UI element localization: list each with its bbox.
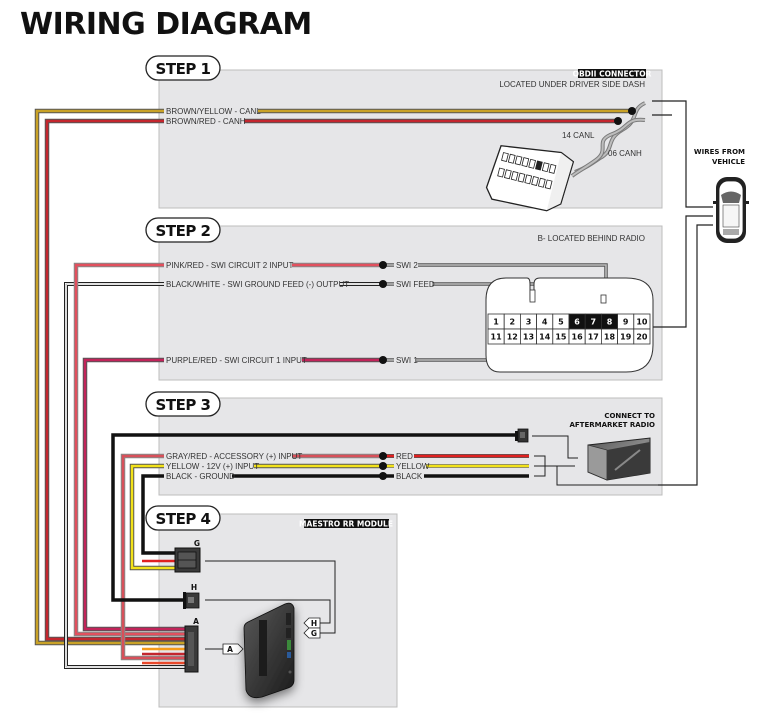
module-link-lines <box>205 560 336 650</box>
obdii-connector-tag: OBDII CONNECTOR <box>573 70 652 79</box>
pin-number: 1 <box>493 318 499 327</box>
splice-dot-black <box>379 472 387 480</box>
wire-label-canh: BROWN/RED - CANH <box>166 117 246 126</box>
pin-number: 18 <box>604 333 616 342</box>
pin-cell <box>633 328 651 345</box>
connector-h-label: H <box>191 583 197 592</box>
radio-location-note: B- LOCATED BEHIND RADIO <box>538 234 645 243</box>
wires-from-label: WIRES FROM <box>694 148 745 156</box>
splice-dot-swi2 <box>379 261 387 269</box>
connector-g <box>174 547 201 573</box>
wire-label-swi1-input: PURPLE/RED - SWI CIRCUIT 1 INPUT <box>166 356 307 365</box>
step-3-label: STEP 3 <box>156 396 211 414</box>
connector-a <box>184 625 199 673</box>
dest-label-black: BLACK <box>396 472 423 481</box>
dest-label-yellow: YELLOW <box>396 462 430 471</box>
obdii-connector <box>485 145 575 212</box>
vehicle-label: VEHICLE <box>712 158 745 166</box>
splice-dot-red <box>379 452 387 460</box>
pin-label-06-canh: 06 CANH <box>608 149 642 158</box>
wire-black-radio-harness <box>111 433 515 602</box>
wire-label-swi2-input: PINK/RED - SWI CIRCUIT 2 INPUT <box>166 261 294 270</box>
step-1-panel: STEP 1 <box>145 55 663 209</box>
pin-number: 7 <box>591 318 597 327</box>
step-4-label: STEP 4 <box>156 510 211 528</box>
page-title: WIRING DIAGRAM <box>20 7 312 42</box>
splice-dot-swi-feed <box>379 280 387 288</box>
tag-h-label: H <box>311 619 317 628</box>
dest-label-swi1: SWI 1 <box>396 356 418 365</box>
left-harness <box>34 108 630 669</box>
maestro-module-icon <box>243 602 295 699</box>
maestro-module-tag: MAESTRO RR MODULE <box>299 520 393 529</box>
connector-g-label: G <box>194 539 200 548</box>
pin-number: 4 <box>542 318 548 327</box>
radio-plug <box>515 428 529 443</box>
aftermarket-radio-note: AFTERMARKET RADIO <box>569 421 655 429</box>
pin-number: 13 <box>523 333 534 342</box>
wire-label-ground: BLACK - GROUND <box>166 472 235 481</box>
pin-number: 12 <box>507 333 518 342</box>
pin-number: 2 <box>510 318 516 327</box>
aftermarket-radio-icon <box>587 437 651 481</box>
step-2-label: STEP 2 <box>156 222 211 240</box>
wire-black-ground <box>141 474 380 555</box>
pin-number: 19 <box>620 333 632 342</box>
wire-label-swi-ground: BLACK/WHITE - SWI GROUND FEED (-) OUTPUT <box>166 280 349 289</box>
tag-h: H <box>303 617 321 629</box>
pin-number: 8 <box>607 318 613 327</box>
connector-a-label: A <box>193 617 199 626</box>
connect-to-note: CONNECT TO <box>604 412 655 420</box>
pin-number: 5 <box>558 318 564 327</box>
pin-number: 17 <box>588 333 599 342</box>
tag-a: A <box>222 643 244 655</box>
pin-number: 6 <box>574 318 580 327</box>
dest-label-red: RED <box>396 452 413 461</box>
splice-dot-canl <box>628 107 636 115</box>
dest-label-swi-feed: SWI FEED <box>396 280 435 289</box>
vehicle-icon <box>713 177 749 243</box>
pin-number: 15 <box>555 333 567 342</box>
vehicle-link-lines <box>652 100 713 486</box>
splice-dot-yellow <box>379 462 387 470</box>
tag-g: G <box>303 627 321 639</box>
connector-h <box>183 592 200 609</box>
tag-a-label: A <box>227 645 233 654</box>
radio-link-lines <box>532 435 658 486</box>
pin-number: 11 <box>491 333 503 342</box>
wire-label-12v: YELLOW - 12V (+) INPUT <box>166 462 259 471</box>
splice-dot-swi1 <box>379 356 387 364</box>
obdii-location-note: LOCATED UNDER DRIVER SIDE DASH <box>499 80 645 89</box>
pin-number: 14 <box>539 333 551 342</box>
dest-label-swi2: SWI 2 <box>396 261 418 270</box>
step-1-label: STEP 1 <box>156 60 211 78</box>
module-tag-bg <box>304 519 389 528</box>
splice-dot-canh <box>614 117 622 125</box>
pin-number: 9 <box>623 318 629 327</box>
pin-number: 3 <box>526 318 532 327</box>
wire-label-canl: BROWN/YELLOW - CANL <box>166 107 261 116</box>
pin-number: 16 <box>572 333 584 342</box>
pin-label-14-canl: 14 CANL <box>562 131 595 140</box>
obdii-twisted-pair <box>570 101 646 178</box>
obdii-tag-bg <box>578 69 646 78</box>
wire-label-accessory: GRAY/RED - ACCESSORY (+) INPUT <box>166 452 302 461</box>
pin-number: 10 <box>636 318 648 327</box>
pin-number: 20 <box>636 333 648 342</box>
tag-g-label: G <box>311 629 317 638</box>
